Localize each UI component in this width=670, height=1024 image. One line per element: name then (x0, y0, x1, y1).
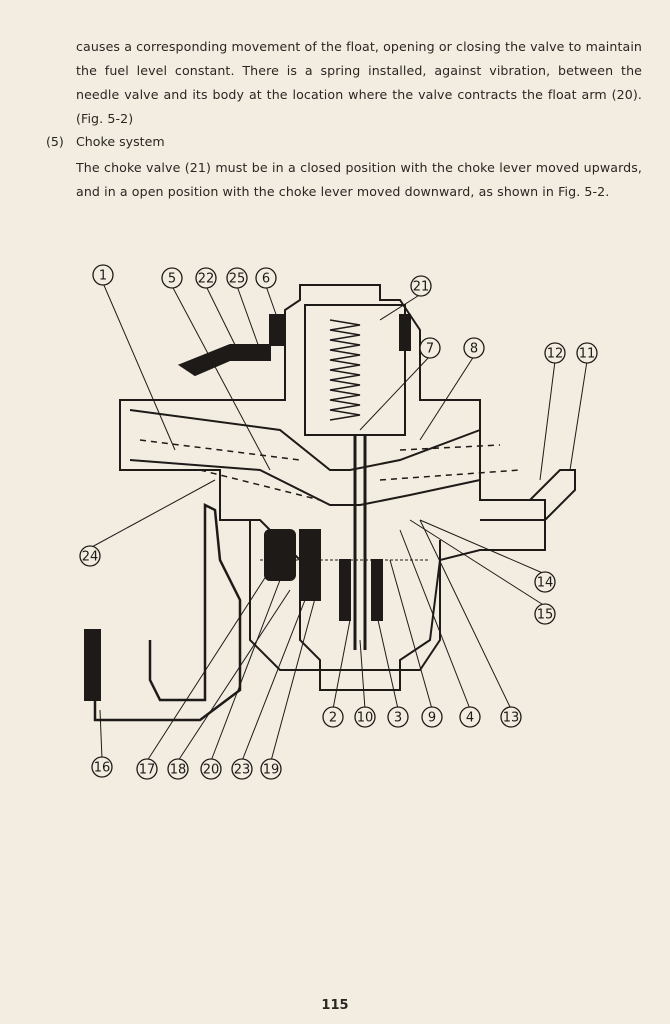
callout-label: 9 (428, 711, 436, 726)
callout-label: 11 (579, 347, 596, 362)
callout-11: 11 (576, 342, 598, 364)
callout-circle (500, 706, 522, 728)
air-jet (399, 314, 411, 351)
callout-label: 6 (262, 272, 270, 287)
callout-circle (200, 758, 222, 780)
callout-circle (322, 706, 344, 728)
callout-label: 5 (168, 272, 176, 287)
callout-20: 20 (200, 758, 222, 780)
callout-label: 23 (234, 763, 251, 778)
callout-circle (459, 706, 481, 728)
callout-label: 22 (198, 272, 215, 287)
callout-circle (92, 264, 114, 286)
callout-label: 21 (413, 280, 430, 295)
callout-circle (463, 337, 485, 359)
callout-label: 20 (203, 763, 220, 778)
callout-label: 7 (426, 342, 434, 357)
callout-22: 22 (195, 267, 217, 289)
callout-label: 16 (94, 761, 111, 776)
section-title: Choke system (76, 134, 165, 149)
callout-circle (534, 603, 556, 625)
callout-circle (410, 275, 432, 297)
callout-circle (576, 342, 598, 364)
choke-lever (177, 344, 271, 377)
callout-13: 13 (500, 706, 522, 728)
callout-label: 2 (329, 711, 337, 726)
callout-9: 9 (421, 706, 443, 728)
callout-19: 19 (260, 758, 282, 780)
callout-circle (79, 545, 101, 567)
callout-circle (419, 337, 441, 359)
fuel-line (93, 502, 242, 722)
callout-4: 4 (459, 706, 481, 728)
callout-5: 5 (161, 267, 183, 289)
callout-circle (91, 756, 113, 778)
callout-label: 13 (503, 711, 520, 726)
callout-21: 21 (410, 275, 432, 297)
callout-10: 10 (354, 706, 376, 728)
callout-12: 12 (544, 342, 566, 364)
float-bowl (249, 520, 441, 671)
callout-label: 17 (139, 763, 156, 778)
callout-circle (226, 267, 248, 289)
callout-14: 14 (534, 571, 556, 593)
page-number: 115 (321, 998, 349, 1013)
callout-circle (136, 758, 158, 780)
callout-16: 16 (91, 756, 113, 778)
callout-label: 18 (170, 763, 187, 778)
callout-label: 24 (82, 550, 99, 565)
callout-circle (534, 571, 556, 593)
air-vent (269, 314, 286, 346)
callout-circle (421, 706, 443, 728)
venturi-lower (129, 459, 481, 506)
callout-label: 14 (537, 576, 554, 591)
spring (329, 319, 361, 421)
callout-circle (387, 706, 409, 728)
callout-circle (255, 267, 277, 289)
callout-circle (260, 758, 282, 780)
callout-label: 8 (470, 342, 478, 357)
callout-25: 25 (226, 267, 248, 289)
paragraph-float-valve: causes a corresponding movement of the f… (76, 39, 642, 126)
callout-label: 12 (547, 347, 564, 362)
callout-23: 23 (231, 758, 253, 780)
callout-2: 2 (322, 706, 344, 728)
callout-24: 24 (79, 545, 101, 567)
section-number: (5) (46, 134, 64, 149)
fuel-inlet-fitting (84, 629, 101, 701)
callout-label: 10 (357, 711, 374, 726)
callout-17: 17 (136, 758, 158, 780)
callout-circle (544, 342, 566, 364)
callout-15: 15 (534, 603, 556, 625)
callout-circle (231, 758, 253, 780)
float (264, 529, 296, 581)
airflow-arrows (139, 439, 521, 501)
paragraph-choke-system: The choke valve (21) must be in a closed… (76, 160, 642, 199)
callout-8: 8 (463, 337, 485, 359)
needle-jet (353, 435, 367, 650)
callout-circle (161, 267, 183, 289)
fuel-outlet-pipe (480, 469, 576, 521)
callout-7: 7 (419, 337, 441, 359)
idle-pilot (299, 529, 321, 601)
callout-label: 3 (394, 711, 402, 726)
callout-circle (167, 758, 189, 780)
callout-label: 1 (99, 269, 107, 284)
callout-circle (354, 706, 376, 728)
callout-label: 15 (537, 608, 554, 623)
venturi (129, 409, 481, 471)
callout-6: 6 (255, 267, 277, 289)
callout-label: 4 (466, 711, 474, 726)
leader-lines (89, 282, 588, 762)
main-jet (339, 559, 383, 621)
callout-label: 25 (229, 272, 246, 287)
callout-label: 19 (263, 763, 280, 778)
callout-3: 3 (387, 706, 409, 728)
callout-circle (195, 267, 217, 289)
callout-1: 1 (92, 264, 114, 286)
callout-18: 18 (167, 758, 189, 780)
